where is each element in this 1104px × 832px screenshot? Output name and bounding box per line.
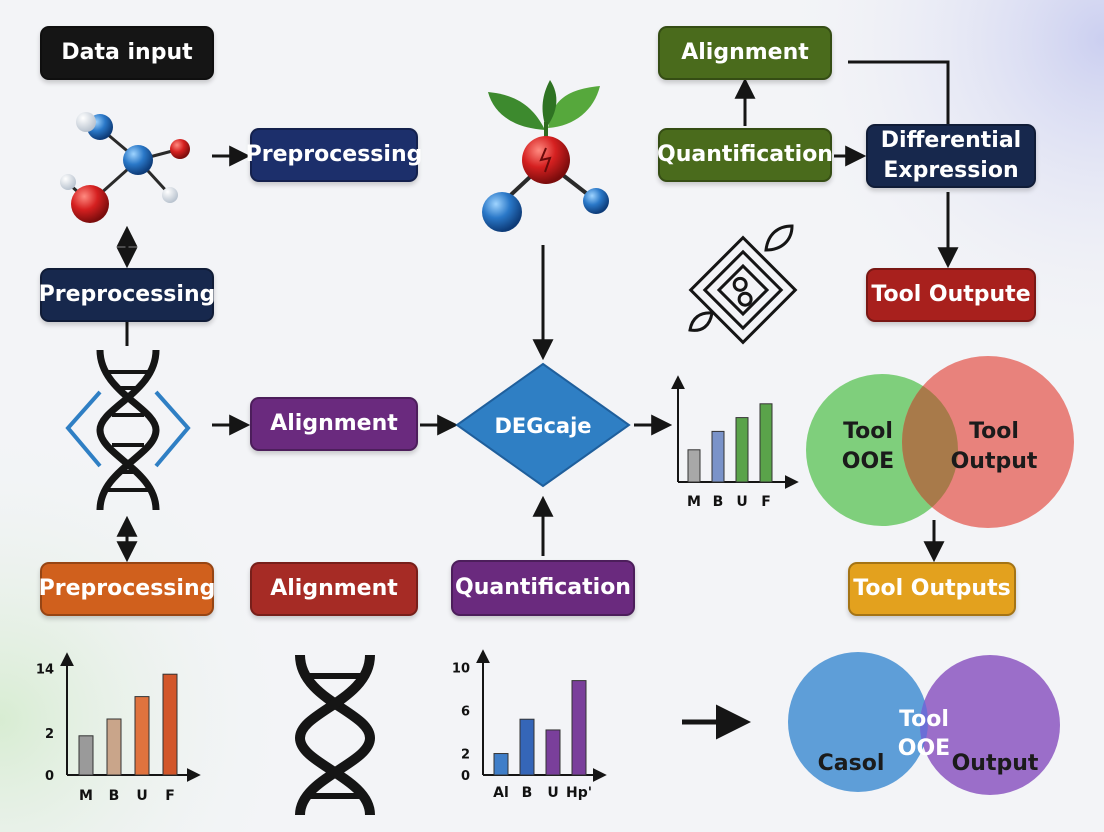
chart-2-y-tick-1: 2 <box>461 748 470 763</box>
connector-arrows <box>116 60 959 740</box>
degcaje-label: DEGcaje <box>494 414 591 438</box>
chart-0-category-label-3: F <box>761 494 771 510</box>
chart-2-category-label-2: U <box>547 785 558 801</box>
venn-bottom-left-label: Casol <box>818 751 885 776</box>
chart-1-category-label-2: U <box>136 788 147 804</box>
chart-1-bar-0 <box>78 735 94 776</box>
chart-2-bar-3 <box>571 680 587 776</box>
alignment-box-top[interactable]: Alignment <box>658 26 832 80</box>
chart-0-bar-2 <box>735 417 749 483</box>
quantification-box-bottom[interactable]: Quantification <box>451 560 635 616</box>
chart-2-category-label-3: Hp' <box>566 785 592 801</box>
preprocessing-box-bottom[interactable]: Preprocessing <box>39 562 215 616</box>
chart-0-bar-3 <box>759 403 773 483</box>
chart-1-category-label-0: M <box>79 788 93 804</box>
chart-0-bar-1 <box>711 430 725 483</box>
chart-2-y-tick-2: 6 <box>461 705 470 720</box>
chart-2-category-label-0: Al <box>493 785 509 801</box>
dna-helix-icon-bottom <box>294 654 376 816</box>
preprocessing-box-left[interactable]: Preprocessing <box>39 268 215 322</box>
chart-1-category-label-3: F <box>165 788 175 804</box>
data-input-box[interactable]: Data input <box>40 26 214 80</box>
chart-0-category-label-1: B <box>713 494 724 510</box>
plant-molecule-icon <box>482 80 609 232</box>
chart-1-category-label-1: B <box>109 788 120 804</box>
differential-expression-box[interactable]: Differential Expression <box>866 124 1036 188</box>
chart-0-category-label-0: M <box>687 494 701 510</box>
chart-1-bar-2 <box>134 696 150 776</box>
quantification-box-top[interactable]: Quantification <box>657 128 833 182</box>
chart-2-y-tick-0: 0 <box>461 769 470 784</box>
chart-1-y-tick-1: 2 <box>45 727 54 742</box>
chart-2-bar-2 <box>545 729 561 776</box>
tool-outputs-box-gold[interactable]: Tool Outputs <box>848 562 1016 616</box>
venn-bottom-right-circle <box>920 655 1060 795</box>
chart-2-bar-0 <box>493 753 509 776</box>
venn-bottom-right-label: Output <box>952 751 1039 776</box>
molecule-icon <box>60 112 190 223</box>
line-alignment-to-differential <box>848 60 950 124</box>
dna-helix-icon <box>65 349 191 511</box>
chart-1-y-tick-0: 0 <box>45 769 54 784</box>
chip-icon <box>688 224 798 345</box>
degcaje-diamond[interactable]: DEGcaje <box>455 362 631 488</box>
chart-2-category-label-1: B <box>522 785 533 801</box>
alignment-box-middle[interactable]: Alignment <box>250 397 418 451</box>
chart-0-category-label-2: U <box>736 494 747 510</box>
preprocessing-box-top[interactable]: Preprocessing <box>246 128 422 182</box>
chart-1-bar-1 <box>106 718 122 776</box>
chart-2-y-tick-3: 10 <box>452 662 470 677</box>
chart-1-y-tick-2: 14 <box>36 663 54 678</box>
chart-0-bar-0 <box>687 449 701 483</box>
chart-2-bar-1 <box>519 718 535 776</box>
venn-bottom-left-circle <box>788 652 928 792</box>
chart-1-bar-3 <box>162 673 178 776</box>
alignment-box-bottom[interactable]: Alignment <box>250 562 418 616</box>
tool-output-box-red[interactable]: Tool Outpute <box>866 268 1036 322</box>
